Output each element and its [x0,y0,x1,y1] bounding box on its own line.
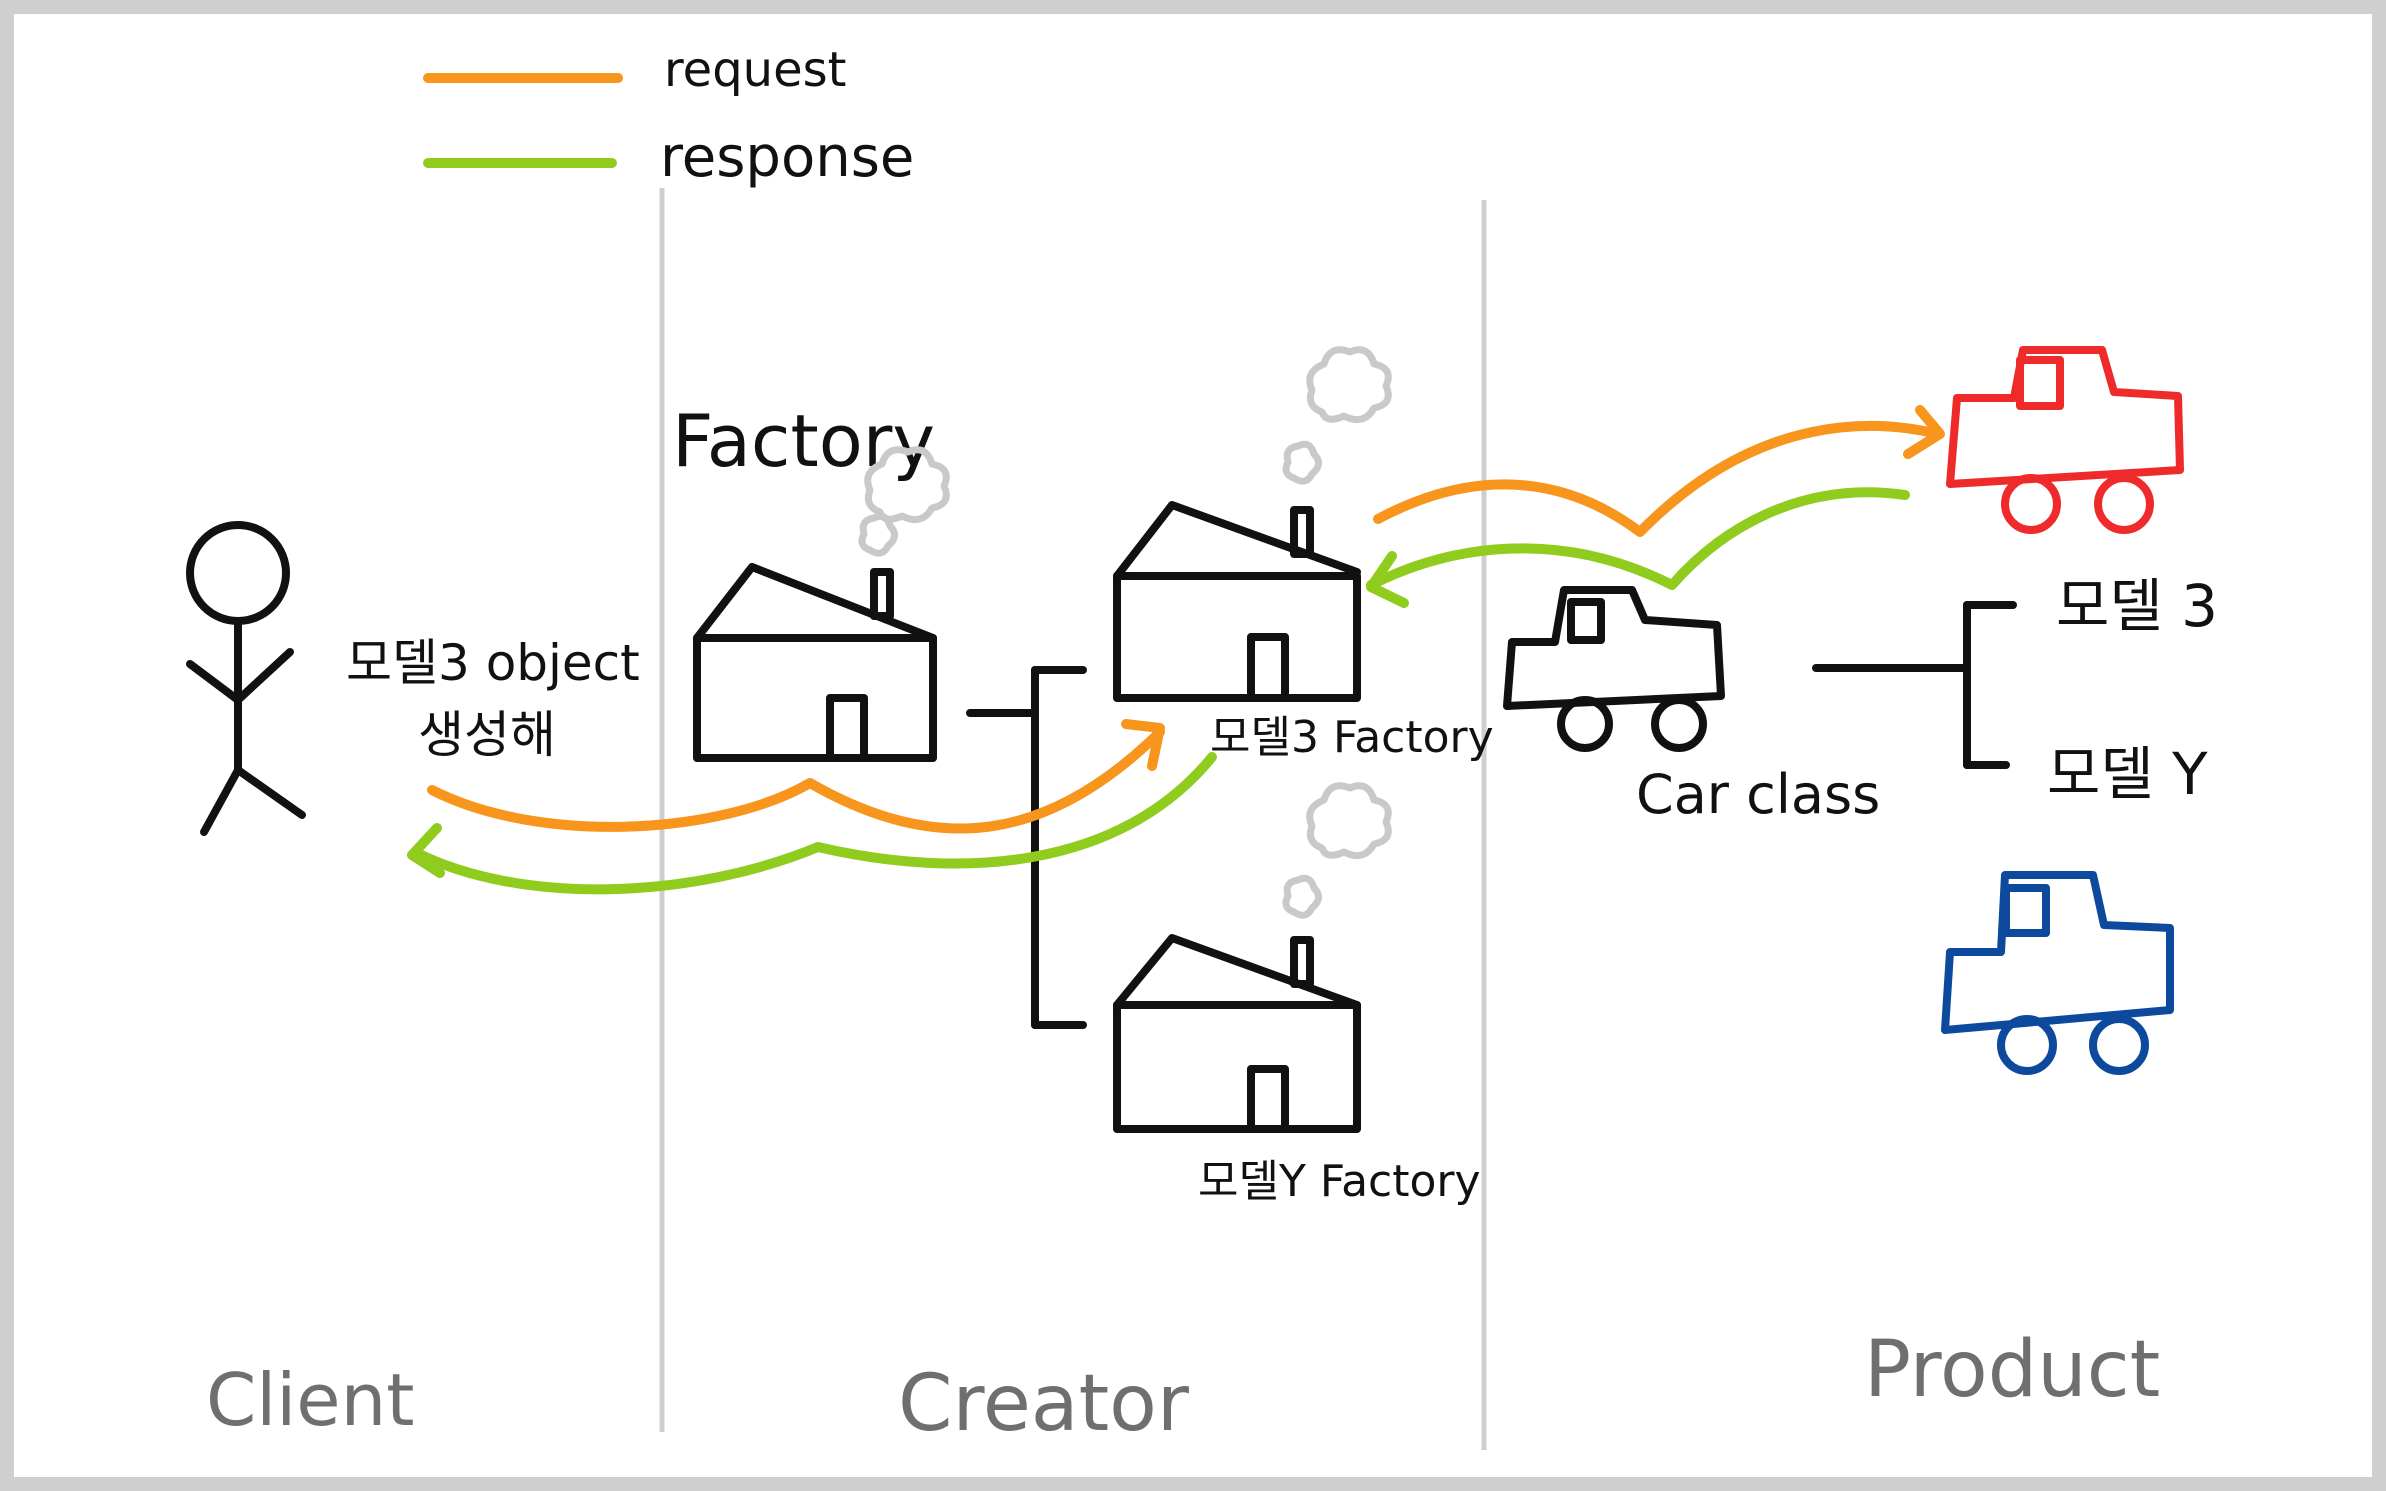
car-icon [1503,586,1725,752]
model3-factory-label: 모델3 Factory [1210,712,1494,763]
response-arrowhead-factory [1366,551,1409,608]
product-section-label: Product [1864,1325,2160,1415]
modelY-label: 모델 Y [2047,740,2208,808]
creator-section-label: Creator [898,1359,1190,1449]
factory-label: Factory [672,399,935,483]
car-icon [1941,871,2174,1075]
legend-request-label: request [664,42,846,98]
smoke-icon [1282,782,1392,919]
model3-factory-icon [1113,501,1361,702]
whiteboard [14,14,2372,1477]
factory-icon [693,563,937,762]
response-arrow-product-to-factory [1366,487,1910,590]
client-request-text-line1: 모델3 object [346,634,640,692]
model3-label: 모델 3 [2056,572,2218,640]
modelY-factory-icon [1113,934,1361,1133]
client-request-text-line2: 생성해 [418,706,556,764]
request-arrowhead-factory [1121,719,1165,771]
request-arrow-client-to-factory [427,727,1165,834]
legend: request response [423,42,914,190]
request-arrowhead-product [1903,405,1945,459]
legend-response-label: response [660,125,914,190]
car-hierarchy-bracket [1812,601,2017,769]
stick-figure-icon [186,521,306,836]
modelY-factory-label: 모델Y Factory [1198,1156,1481,1207]
smoke-icon [1282,346,1392,485]
response-arrowhead-client [407,823,445,878]
car-class-label: Car class [1636,763,1880,826]
car-icon [1946,346,2184,534]
request-arrow-factory-to-product [1373,420,1943,537]
factory-hierarchy-bracket [966,666,1087,1029]
client-section-label: Client [206,1358,414,1442]
smoke-icon [858,446,950,557]
response-arrow-factory-to-client [410,752,1217,895]
